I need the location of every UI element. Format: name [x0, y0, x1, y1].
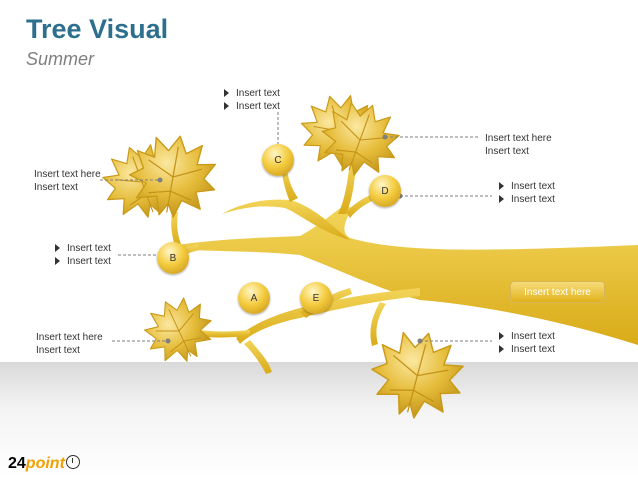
node-d[interactable]: D — [369, 175, 401, 207]
label-left-b-line1: Insert text — [55, 242, 111, 255]
label-left-lower-line1: Insert text here — [36, 332, 103, 343]
brand-logo: 24point — [8, 455, 80, 473]
label-left-lower: Insert text here Insert text — [36, 331, 103, 357]
label-top-right-line2: Insert text — [485, 146, 529, 157]
floor-shadow — [0, 362, 638, 479]
callout-box: Insert text here — [510, 281, 605, 303]
label-top-right-line1: Insert text here — [485, 133, 552, 144]
node-a[interactable]: A — [238, 282, 270, 314]
node-b[interactable]: B — [157, 242, 189, 274]
page-subtitle: Summer — [26, 49, 95, 69]
label-left-upper: Insert text here Insert text — [34, 168, 101, 194]
label-right-lower-line1: Insert text — [499, 330, 555, 343]
label-left-b-line2: Insert text — [55, 255, 111, 268]
clock-icon — [65, 455, 80, 469]
label-right-d-line2: Insert text — [499, 193, 555, 206]
connector-lines — [100, 112, 492, 342]
logo-number: 24 — [8, 455, 26, 472]
label-left-b: Insert text Insert text — [55, 242, 111, 268]
label-left-upper-line1: Insert text here — [34, 169, 101, 180]
label-top-right: Insert text here Insert text — [485, 132, 552, 158]
page-title: Tree Visual — [26, 14, 169, 44]
label-top-center: Insert text Insert text — [224, 87, 280, 113]
label-top-center-line1: Insert text — [224, 87, 280, 100]
label-top-center-line2: Insert text — [224, 100, 280, 113]
label-right-d: Insert text Insert text — [499, 180, 555, 206]
label-right-d-line1: Insert text — [499, 180, 555, 193]
logo-word: point — [25, 455, 65, 472]
label-left-lower-line2: Insert text — [36, 345, 80, 356]
node-e[interactable]: E — [300, 282, 332, 314]
label-right-lower: Insert text Insert text — [499, 330, 555, 356]
node-c[interactable]: C — [262, 144, 294, 176]
label-left-upper-line2: Insert text — [34, 182, 78, 193]
label-right-lower-line2: Insert text — [499, 343, 555, 356]
